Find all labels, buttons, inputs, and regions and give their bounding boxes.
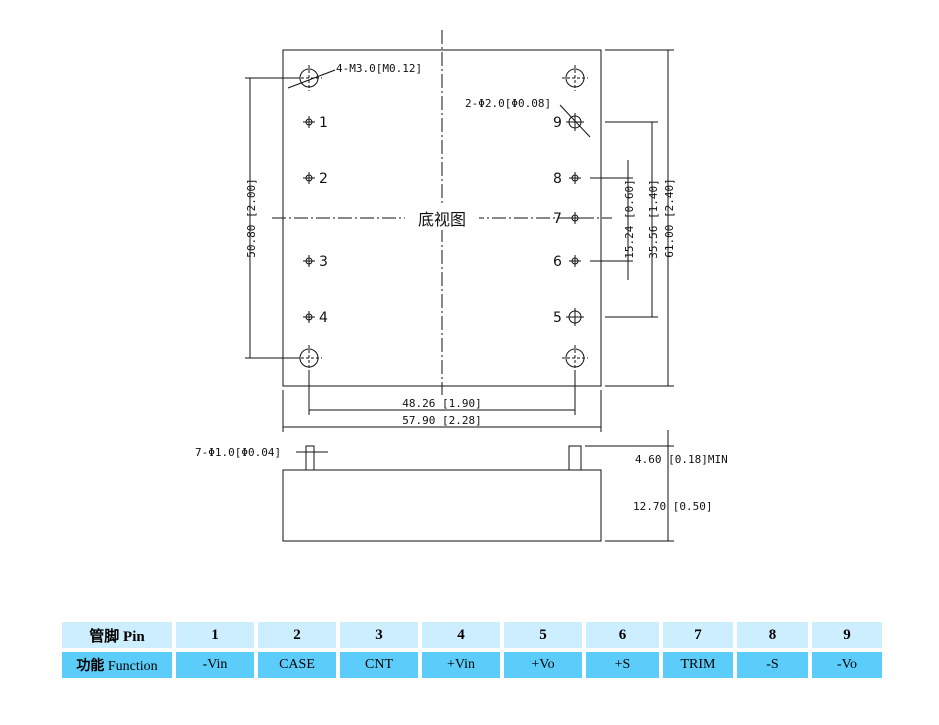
pin-cell: 8 — [737, 622, 808, 648]
pin-cell: 9 — [812, 622, 882, 648]
function-cell: CNT — [340, 652, 418, 678]
pin-diameter-note: 7-Φ1.0[Φ0.04] — [195, 446, 281, 459]
dim-57-90: 57.90 [2.28] — [402, 414, 481, 427]
dim-12-70: 12.70 [0.50] — [633, 500, 712, 513]
pin-function-table: 管脚 Pin 1 2 3 4 5 6 7 8 9 功能 Function -Vi… — [58, 618, 886, 682]
pin-row: 管脚 Pin 1 2 3 4 5 6 7 8 9 — [62, 622, 882, 648]
pin-label: 9 — [553, 115, 562, 131]
function-cell: -Vin — [176, 652, 254, 678]
dim-4-60: 4.60 [0.18]MIN — [635, 453, 728, 466]
dim-50-80: 50.80 [2.00] — [245, 178, 258, 257]
dim-48-26: 48.26 [1.90] — [402, 397, 481, 410]
pin-header: 管脚 Pin — [62, 622, 172, 648]
pin-cell: 2 — [258, 622, 336, 648]
function-cell: TRIM — [663, 652, 733, 678]
function-cell: -S — [737, 652, 808, 678]
function-header: 功能 Function — [62, 652, 172, 678]
function-header-en: Function — [107, 659, 158, 674]
pin-cell: 7 — [663, 622, 733, 648]
function-cell: +Vin — [422, 652, 500, 678]
pin-label: 8 — [553, 171, 562, 187]
function-header-cn: 功能 — [76, 659, 105, 674]
function-cell: CASE — [258, 652, 336, 678]
pin-label: 4 — [319, 310, 328, 326]
dim-35-56: 35.56 [1.40] — [647, 179, 660, 258]
pin-cell: 3 — [340, 622, 418, 648]
pin-label: 7 — [553, 211, 562, 227]
large-pin-note: 2-Φ2.0[Φ0.08] — [465, 97, 551, 110]
pin-label: 2 — [319, 171, 328, 187]
pin-label: 6 — [553, 254, 562, 270]
function-cell: +Vo — [504, 652, 582, 678]
pin-label: 3 — [319, 254, 328, 270]
pin-cell: 4 — [422, 622, 500, 648]
dim-61-00: 61.00 [2.40] — [663, 178, 676, 257]
pins — [303, 113, 584, 326]
function-cell: -Vo — [812, 652, 882, 678]
pin-cell: 6 — [586, 622, 659, 648]
dim-15-24: 15.24 [0.60] — [623, 179, 636, 258]
dimension-lines — [245, 49, 674, 432]
side-view — [282, 430, 674, 542]
pin-cell: 5 — [504, 622, 582, 648]
view-label: 底视图 — [418, 210, 466, 229]
function-row: 功能 Function -Vin CASE CNT +Vin +Vo +S TR… — [62, 652, 882, 678]
pin-label: 5 — [553, 310, 562, 326]
function-cell: +S — [586, 652, 659, 678]
pin-label: 1 — [319, 115, 328, 131]
pin-labels: 1 2 3 4 5 6 7 8 9 — [319, 115, 562, 326]
mount-hole-note: 4-M3.0[M0.12] — [336, 62, 422, 75]
pin-cell: 1 — [176, 622, 254, 648]
